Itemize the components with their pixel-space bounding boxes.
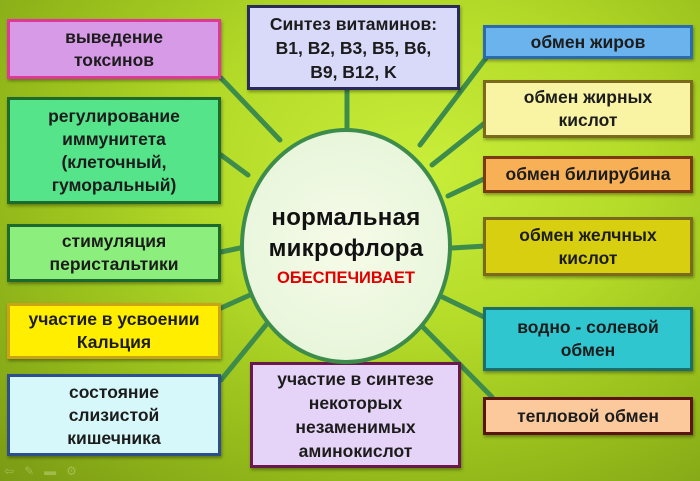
pen-icon[interactable]: ✎	[24, 464, 35, 478]
water-salt-metabolism-label: водно - солевой обмен	[517, 317, 659, 360]
settings-icon[interactable]: ⚙	[66, 464, 77, 478]
bile-acid-metabolism-label: обмен желчных кислот	[519, 224, 657, 268]
mucosa-state-box: состояние слизистой кишечника	[7, 374, 221, 456]
water-salt-metabolism-box: водно - солевой обмен	[483, 307, 693, 371]
mucosa-state-label: состояние слизистой кишечника	[67, 381, 161, 448]
vitamin-synthesis-box: Синтез витаминов: B1, B2, B3, B5, B6, B9…	[247, 5, 460, 90]
fat-metabolism-box: обмен жиров	[483, 25, 693, 59]
amino-acid-synthesis-box: участие в синтезе некоторых незаменимых …	[250, 362, 461, 468]
peristalsis-stimulation-label: стимуляция перистальтики	[49, 231, 179, 274]
calcium-absorption-box: участие в усвоении Кальция	[7, 303, 221, 359]
slides-icon[interactable]: ▬	[44, 464, 57, 478]
heat-exchange-box: тепловой обмен	[483, 397, 693, 435]
center-title-line2: микрофлора	[268, 235, 424, 262]
fat-metabolism-label: обмен жиров	[530, 31, 646, 52]
fatty-acid-metabolism-box: обмен жирных кислот	[483, 80, 693, 138]
bile-acid-metabolism-box: обмен желчных кислот	[483, 217, 693, 276]
normal-microflora-circle: нормальная микрофлора ОБЕСПЕЧИВАЕТ	[240, 128, 452, 364]
fatty-acid-metabolism-label: обмен жирных кислот	[523, 87, 653, 130]
immunity-regulation-box: регулирование иммунитета (клеточный, гум…	[7, 97, 221, 204]
bilirubin-metabolism-box: обмен билирубина	[483, 156, 693, 193]
vitamin-synthesis-label: Синтез витаминов: B1, B2, B3, B5, B6, B9…	[269, 13, 438, 82]
toxin-removal-label: выведение токсинов	[65, 27, 163, 70]
slideshow-controls: ⇦ ✎ ▬ ⚙	[4, 464, 77, 478]
calcium-absorption-label: участие в усвоении Кальция	[28, 309, 200, 352]
immunity-regulation-label: регулирование иммунитета (клеточный, гум…	[48, 105, 180, 195]
center-subtitle: ОБЕСПЕЧИВАЕТ	[276, 269, 416, 287]
back-arrow-icon[interactable]: ⇦	[4, 464, 15, 478]
bilirubin-metabolism-label: обмен билирубина	[505, 164, 671, 184]
peristalsis-stimulation-box: стимуляция перистальтики	[7, 224, 221, 282]
heat-exchange-label: тепловой обмен	[517, 405, 659, 426]
amino-acid-synthesis-label: участие в синтезе некоторых незаменимых …	[277, 369, 434, 461]
toxin-removal-box: выведение токсинов	[7, 19, 221, 79]
center-title-line1: нормальная	[271, 204, 421, 231]
